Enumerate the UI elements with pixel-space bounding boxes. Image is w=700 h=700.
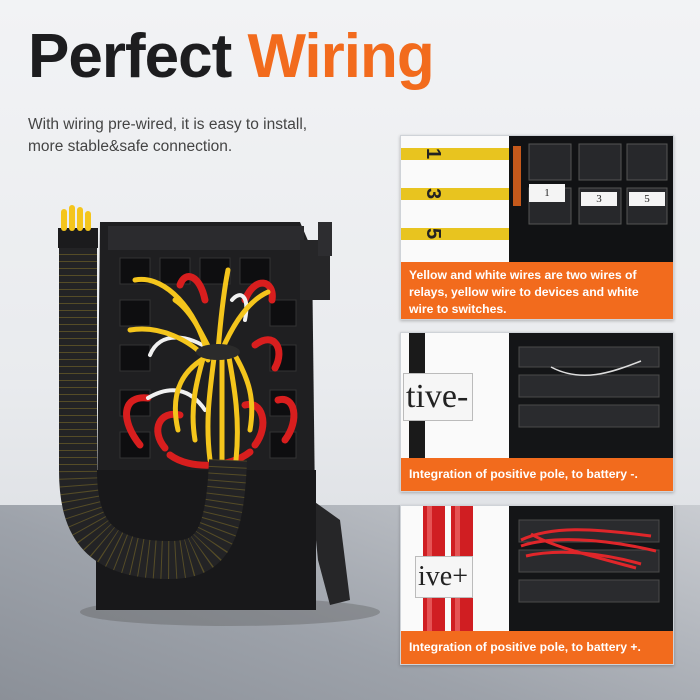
relay-wires-caption: Yellow and white wires are two wires of …	[401, 262, 673, 319]
wire-number-3: 3	[422, 187, 445, 200]
panel-relay-wires: 1 3 5 1 3 5 Yellow and white wires are t…	[400, 135, 674, 320]
negative-pole-caption: Integration of positive pole, to battery…	[401, 458, 673, 491]
relay-wires-photo	[401, 136, 673, 262]
wire-number-1: 1	[422, 147, 445, 160]
title-perfect: Perfect	[28, 22, 232, 91]
relay-number-5: 5	[644, 193, 650, 205]
title-wiring: Wiring	[247, 22, 434, 91]
panel-positive-pole: ive+ Integration of positive pole, to ba…	[400, 505, 674, 665]
subtitle-line-1: With wiring pre-wired, it is easy to ins…	[28, 116, 308, 133]
negative-pole-photo	[401, 333, 673, 458]
panel-negative-pole: tive- Integration of positive pole, to b…	[400, 332, 674, 492]
relay-number-1: 1	[544, 187, 550, 199]
subtitle-line-2: more stable&safe connection.	[28, 138, 233, 155]
subtitle: With wiring pre-wired, it is easy to ins…	[28, 114, 388, 158]
positive-wire-label: ive+	[415, 556, 473, 598]
page-title: Perfect Wiring	[28, 26, 435, 88]
wire-number-5: 5	[422, 227, 445, 240]
positive-pole-caption: Integration of positive pole, to battery…	[401, 631, 673, 664]
relay-number-3: 3	[596, 193, 602, 205]
negative-wire-label: tive-	[403, 373, 474, 421]
